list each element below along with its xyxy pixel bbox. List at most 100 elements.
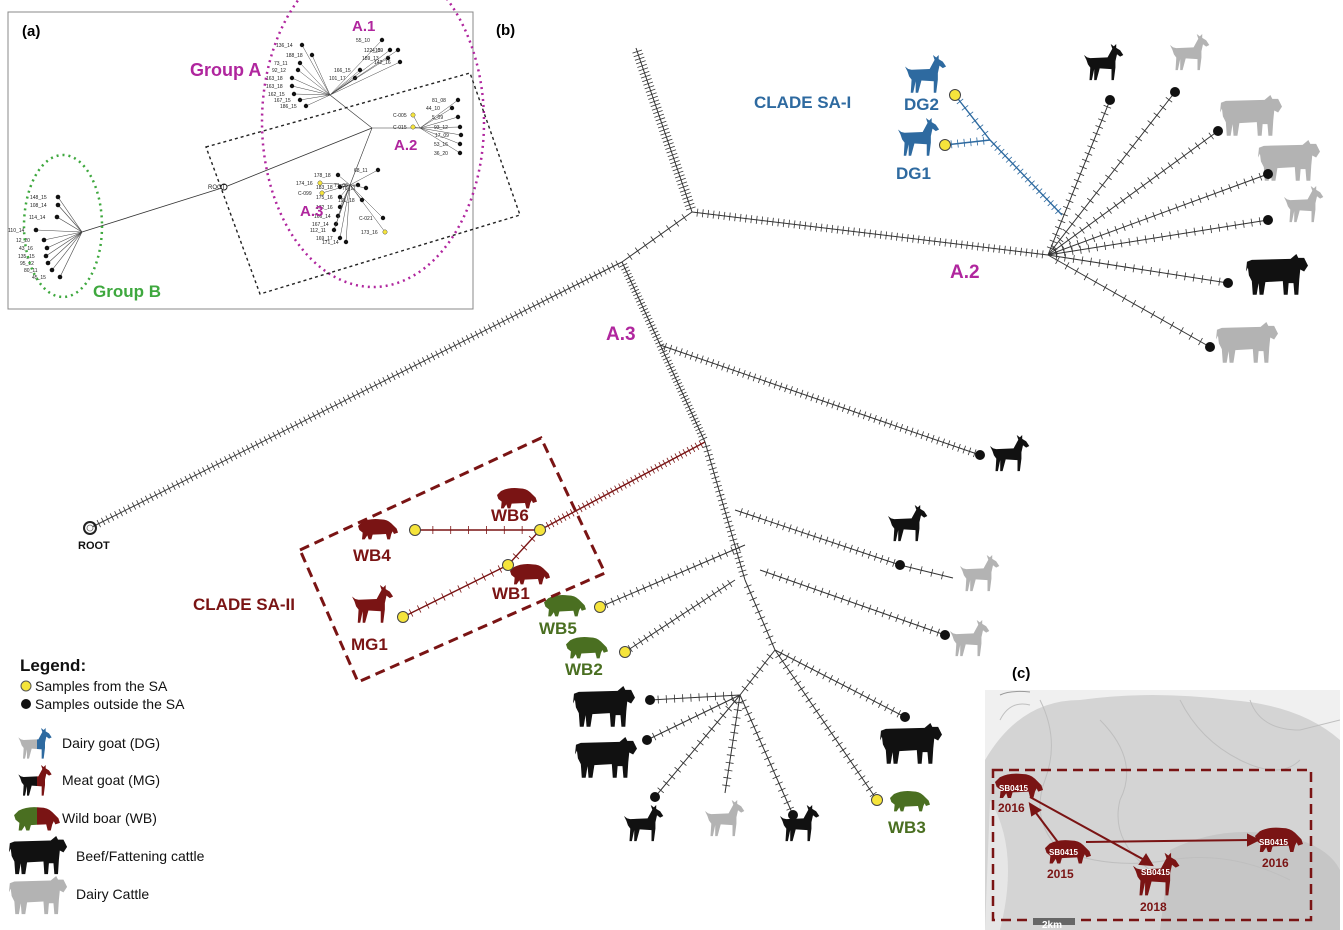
goat-icon [1084, 44, 1123, 80]
mutation-tick [716, 701, 721, 710]
mutation-tick [553, 517, 559, 526]
mutation-tick [782, 219, 785, 228]
mutation-tick [316, 409, 321, 418]
cattle-icon [573, 686, 635, 727]
mutation-tick [307, 414, 312, 422]
tip-label: 81_08 [432, 98, 446, 104]
mutation-tick [825, 536, 829, 545]
mutation-tick [806, 582, 810, 591]
mutation-tick [731, 698, 738, 705]
mutation-tick [775, 652, 783, 659]
mutation-tick [1181, 152, 1187, 160]
mutation-tick [788, 524, 792, 533]
tip-label: 108_14 [30, 203, 47, 209]
mutation-tick [729, 538, 738, 542]
branch [621, 211, 693, 263]
label-wb5: WB5 [539, 619, 577, 638]
mutation-tick [1020, 247, 1022, 256]
mutation-tick [643, 634, 649, 642]
mutation-tick [763, 377, 767, 385]
mutation-tick [657, 124, 668, 129]
mutation-tick [705, 357, 709, 366]
mutation-tick [1184, 272, 1187, 281]
mutation-tick [1192, 273, 1195, 282]
mutation-tick [837, 540, 841, 549]
meat-goat-icon-shape [352, 585, 393, 623]
beef-cattle-icon [9, 836, 67, 874]
branch [415, 526, 540, 534]
mutation-tick [826, 398, 830, 407]
tip-label: 178_18 [314, 173, 331, 179]
tree-edge [59, 231, 83, 278]
mutation-tick [724, 769, 733, 772]
tree-edge [349, 184, 363, 201]
mutation-tick [854, 769, 862, 775]
mutation-tick [666, 725, 671, 734]
tree-edge [329, 69, 361, 96]
mutation-tick [941, 571, 944, 580]
goat-icon-shape [960, 555, 999, 591]
tip-label: 36_20 [434, 151, 448, 157]
mutation-tick [1046, 246, 1055, 251]
mutation-tick [1086, 221, 1092, 229]
mutation-tick [1089, 138, 1098, 143]
mutation-tick [982, 136, 985, 145]
branch-line [1047, 173, 1269, 256]
mutation-tick [987, 243, 990, 252]
mutation-tick [840, 681, 846, 689]
mutation-tick [1039, 192, 1047, 199]
panel-b-root-label: ROOT [78, 540, 110, 552]
mutation-tick [614, 485, 619, 493]
mutation-tick [1131, 300, 1137, 308]
mutation-tick [894, 422, 898, 431]
mutation-tick [1194, 142, 1201, 150]
mutation-tick [727, 746, 736, 749]
mutation-tick [449, 589, 454, 597]
mutation-tick [716, 586, 722, 594]
mutation-tick [105, 515, 110, 523]
mutation-tick [1251, 175, 1255, 184]
mutation-tick [1087, 244, 1090, 253]
cattle-icon [880, 723, 942, 764]
mutation-tick [775, 781, 783, 786]
map-arrows [1028, 796, 1261, 867]
mutation-tick [895, 614, 899, 623]
group-a-ellipse [260, 0, 486, 289]
mutation-tick [680, 568, 684, 576]
mutation-tick [140, 497, 145, 506]
mutation-tick [298, 418, 304, 427]
mutation-tick [1024, 176, 1032, 183]
mutation-tick [836, 225, 839, 234]
mutation-tick [801, 691, 809, 698]
mutation-tick [512, 553, 520, 560]
mutation-tick [1154, 172, 1160, 180]
mutation-tick [840, 594, 844, 603]
mutation-tick [973, 449, 977, 458]
mutation-tick [664, 142, 674, 147]
mutation-tick [646, 321, 654, 326]
mutation-tick [963, 138, 966, 147]
mutation-tick [820, 396, 825, 405]
tree-edge [349, 184, 386, 233]
branch-line [654, 694, 741, 798]
mutation-tick [794, 387, 799, 396]
marker-year: 2016 [1262, 856, 1289, 870]
mutation-tick [782, 664, 790, 670]
mutation-tick [694, 442, 700, 451]
goat-icon [950, 620, 989, 656]
mutation-tick [835, 741, 843, 748]
mutation-tick [673, 570, 678, 579]
tip-node [359, 197, 365, 203]
mutation-tick [994, 144, 1001, 151]
label-wb1: WB1 [492, 584, 530, 603]
mutation-tick [797, 686, 805, 692]
mutation-tick [602, 491, 607, 500]
mutation-tick [1025, 248, 1028, 257]
mutation-tick [473, 577, 478, 585]
mutation-tick [628, 282, 637, 287]
mutation-tick [962, 445, 966, 454]
panel-c: (c) 2km SB0415 [985, 665, 1340, 930]
mutation-tick [684, 404, 693, 409]
mutation-tick [638, 304, 647, 310]
mutation-tick [561, 513, 567, 521]
